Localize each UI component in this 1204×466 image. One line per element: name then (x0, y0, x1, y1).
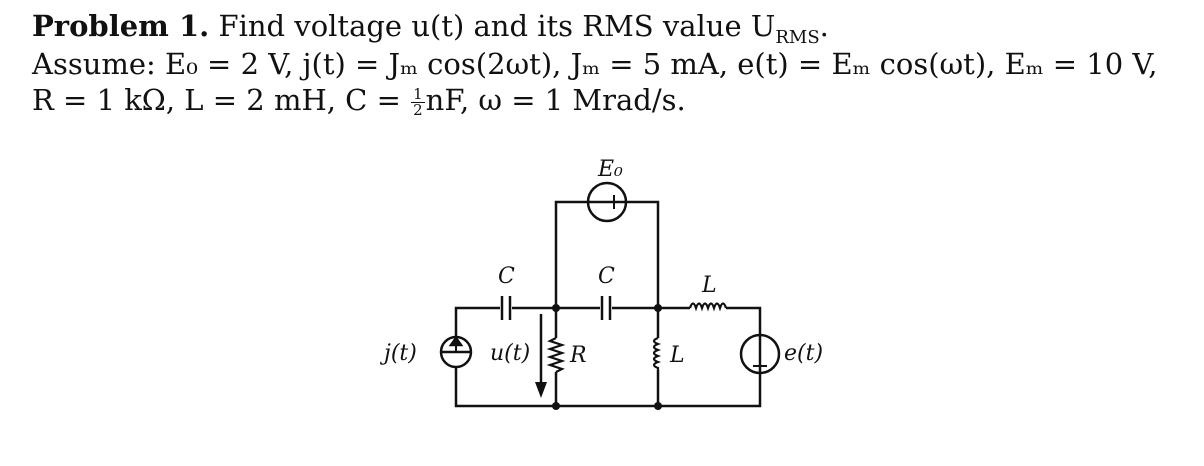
label-j: j(t) (379, 341, 417, 366)
label-l-top: L (701, 273, 717, 298)
e-voltage-source-icon (739, 333, 781, 375)
wire-left-to-c1 (454, 306, 500, 338)
inductor-shunt-icon (652, 336, 662, 370)
params-text-b: nF, ω = 1 Mrad/s. (425, 83, 686, 117)
label-c-left: C (498, 264, 515, 289)
label-e: e(t) (784, 341, 823, 366)
voltage-arrow-icon (535, 314, 547, 398)
rms-subscript: RMS (775, 26, 820, 48)
params-text-a: R = 1 kΩ, L = 2 mH, C = (32, 83, 411, 117)
label-r: R (569, 343, 587, 368)
fraction-denominator: 2 (413, 100, 423, 119)
label-c-mid: C (598, 264, 615, 289)
label-l-shunt: L (669, 343, 685, 368)
current-source-icon (439, 335, 473, 369)
wire-bottom (454, 366, 762, 408)
assume-line: Assume: E₀ = 2 V, j(t) = Jₘ cos(2ωt), Jₘ… (32, 50, 1157, 79)
assume-text: Assume: E₀ = 2 V, j(t) = Jₘ cos(2ωt), Jₘ… (32, 47, 1158, 81)
e0-voltage-source-icon (586, 181, 628, 223)
label-e0: E₀ (597, 157, 623, 182)
problem-statement: Find voltage u(t) and its RMS value U (218, 9, 776, 43)
node-dot (552, 304, 560, 312)
wire-l-to-e (726, 306, 762, 334)
problem-label: Problem 1. (32, 9, 210, 43)
problem-title-line: Problem 1. Find voltage u(t) and its RMS… (32, 12, 829, 47)
node-dot (654, 402, 662, 410)
capacitor-left-icon (500, 296, 512, 320)
label-u: u(t) (490, 341, 530, 366)
fraction-numerator: 1 (411, 84, 425, 103)
wire-top-right (626, 200, 660, 308)
node-dot (654, 304, 662, 312)
resistor-icon (546, 337, 566, 373)
capacitor-mid-icon (600, 296, 612, 320)
node-dot (552, 402, 560, 410)
statement-period: . (819, 9, 829, 43)
wire-top-left (554, 200, 588, 308)
inductor-top-icon (688, 302, 728, 312)
